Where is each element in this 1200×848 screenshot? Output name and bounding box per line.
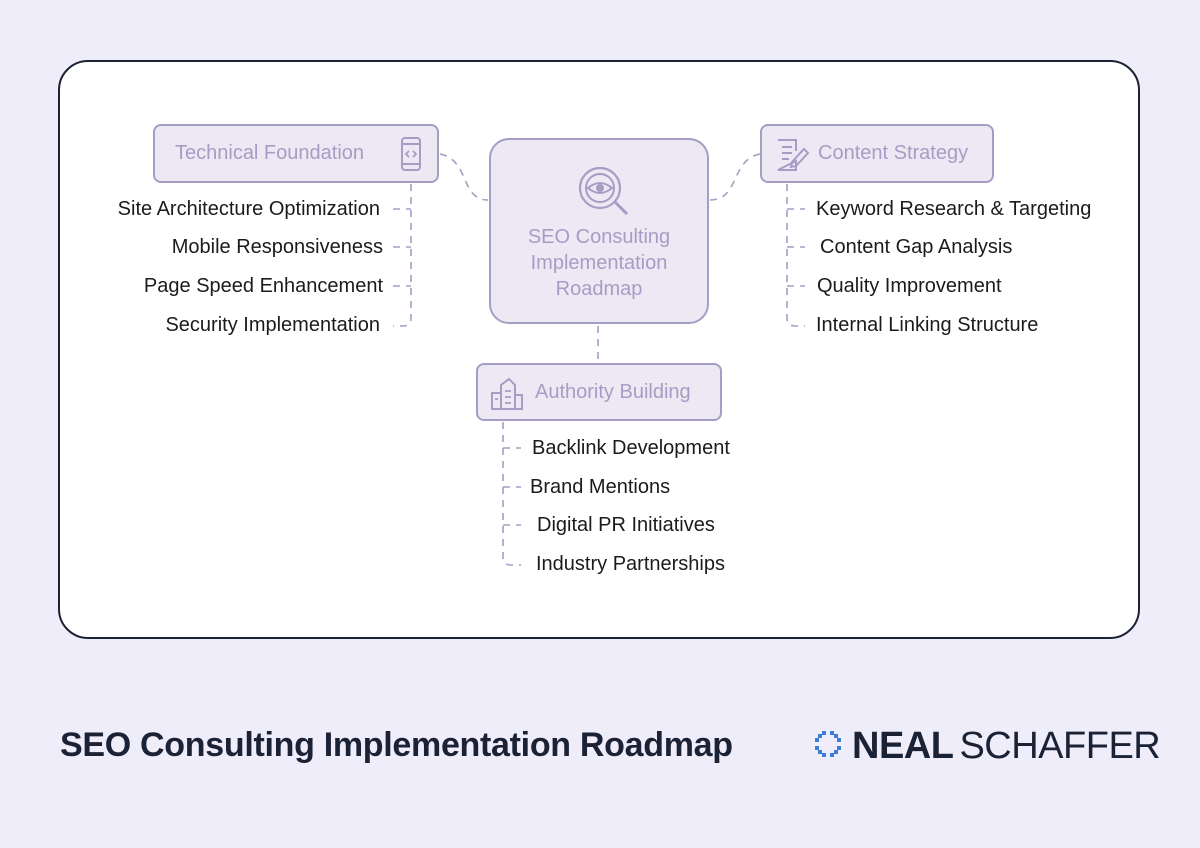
- list-item: Digital PR Initiatives: [537, 514, 715, 536]
- list-item: Site Architecture Optimization: [117, 198, 380, 220]
- list-item: Brand Mentions: [530, 476, 671, 498]
- tree-content: [786, 184, 805, 327]
- tree-technical: [393, 184, 412, 327]
- brand-name-bold: NEAL: [852, 724, 954, 767]
- list-item: Content Gap Analysis: [820, 236, 1013, 258]
- list-item: Security Implementation: [165, 314, 380, 336]
- tree-authority: [502, 422, 521, 566]
- center-title: SEO Consulting Implementation Roadmap: [527, 226, 671, 300]
- node-content-strategy: Content Strategy: [760, 124, 994, 183]
- connector-content: [709, 153, 761, 201]
- buildings-icon: [489, 375, 525, 417]
- chip-icon: [812, 728, 844, 765]
- node-authority-building: Authority Building: [476, 363, 722, 421]
- list-item: Quality Improvement: [817, 275, 1002, 297]
- center-node: SEO Consulting Implementation Roadmap: [489, 138, 709, 324]
- brand-logo: NEAL SCHAFFER: [812, 724, 1161, 768]
- list-item: Internal Linking Structure: [816, 314, 1039, 336]
- connector-technical: [439, 153, 489, 201]
- node-title: Authority Building: [535, 380, 691, 403]
- page-title: SEO Consulting Implementation Roadmap: [60, 726, 733, 764]
- list-item: Backlink Development: [532, 437, 730, 459]
- node-title: Technical Foundation: [175, 142, 365, 164]
- list-item: Mobile Responsiveness: [171, 236, 383, 258]
- eye-search-icon: [575, 166, 631, 224]
- mobile-code-icon: [399, 136, 423, 178]
- document-pen-icon: [774, 137, 810, 179]
- node-title: Content Strategy: [818, 142, 969, 164]
- list-item: Industry Partnerships: [536, 553, 725, 575]
- list-item: Page Speed Enhancement: [143, 275, 383, 297]
- list-item: Keyword Research & Targeting: [816, 198, 1092, 220]
- brand-name-light: SCHAFFER: [959, 724, 1161, 767]
- node-technical-foundation: Technical Foundation: [153, 124, 439, 183]
